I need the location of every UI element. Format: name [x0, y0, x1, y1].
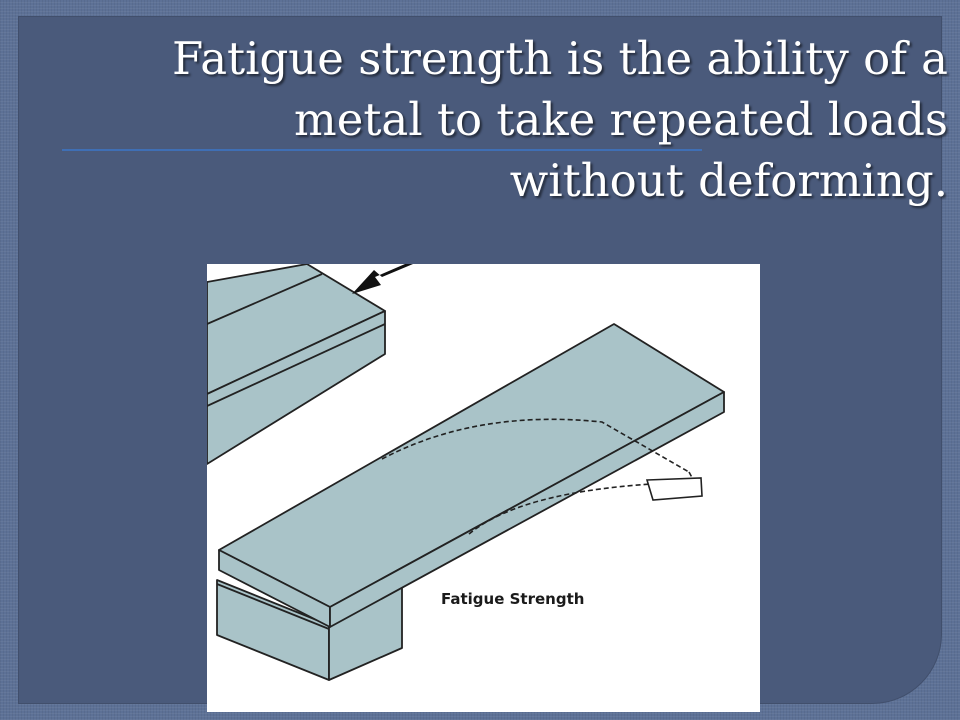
decorative-rule — [62, 149, 702, 151]
title-line-3: without deforming. — [509, 154, 948, 208]
deflection-upper-curve — [381, 418, 690, 473]
figure-caption: Fatigue Strength — [441, 590, 585, 608]
background-block — [207, 264, 386, 465]
fatigue-strength-diagram: Fatigue Strength — [207, 264, 760, 712]
block-step-line — [207, 323, 386, 407]
support-block — [216, 579, 403, 681]
beam — [218, 323, 725, 628]
block-groove-line — [207, 273, 323, 325]
load-arrow-icon — [352, 264, 413, 294]
support-ledge-line — [216, 583, 330, 630]
deflected-beam-tip — [645, 477, 703, 501]
beam-end-face — [329, 391, 725, 628]
diagram-svg — [207, 264, 725, 681]
slide-title: Fatigue strength is the ability of a met… — [48, 28, 948, 212]
title-line-1: Fatigue strength is the ability of a — [172, 32, 948, 85]
deflection-end-lower — [688, 471, 703, 497]
block-front-face — [207, 310, 386, 465]
title-line-2: metal to take repeated loads — [294, 93, 948, 147]
